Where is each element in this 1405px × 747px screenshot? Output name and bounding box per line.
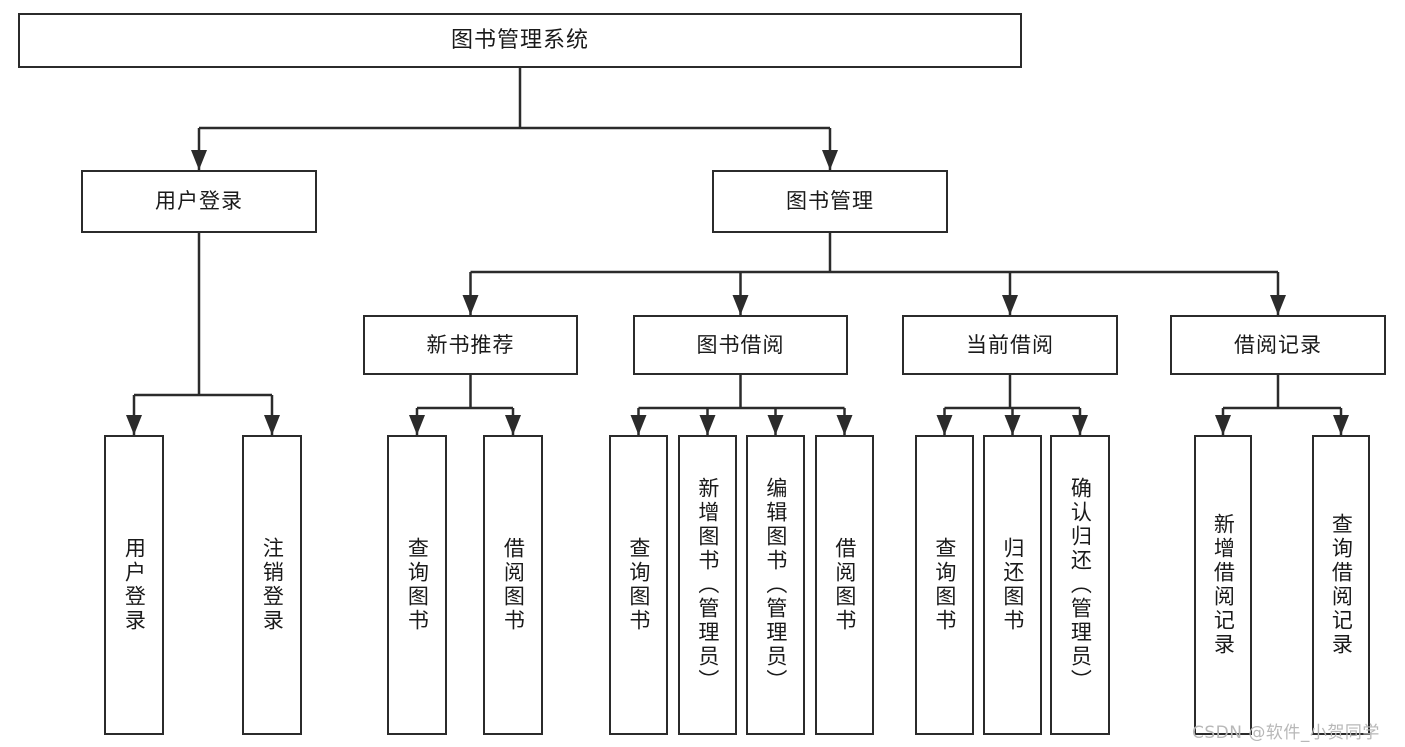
node-user-login: 用户登录 bbox=[81, 170, 317, 233]
node-label: 图书管理 bbox=[786, 189, 874, 214]
node-book-borrow: 图书借阅 bbox=[633, 315, 848, 375]
node-root: 图书管理系统 bbox=[18, 13, 1022, 68]
arrow-head-icon bbox=[822, 150, 838, 170]
arrow-head-icon bbox=[264, 415, 280, 435]
node-label: 归还图书 bbox=[1000, 537, 1025, 633]
node-leaf-query-3: 查询图书 bbox=[915, 435, 974, 735]
arrow-head-icon bbox=[1270, 295, 1286, 315]
arrow-head-icon bbox=[191, 150, 207, 170]
node-leaf-add-rec: 新增借阅记录 bbox=[1194, 435, 1252, 735]
node-label: 查询图书 bbox=[405, 537, 430, 633]
arrow-head-icon bbox=[699, 415, 716, 435]
arrow-head-icon bbox=[1004, 415, 1021, 435]
arrow-head-icon bbox=[1002, 295, 1018, 315]
node-label: 新书推荐 bbox=[426, 332, 515, 357]
node-borrow-record: 借阅记录 bbox=[1170, 315, 1386, 375]
arrow-head-icon bbox=[462, 295, 479, 315]
node-leaf-borrow-1: 借阅图书 bbox=[483, 435, 543, 735]
node-leaf-logout: 注销登录 bbox=[242, 435, 302, 735]
node-leaf-confirm: 确认归还（管理员） bbox=[1050, 435, 1110, 735]
node-leaf-add-book: 新增图书（管理员） bbox=[678, 435, 737, 735]
node-label: 查询借阅记录 bbox=[1329, 513, 1354, 657]
arrow-head-icon bbox=[409, 415, 425, 435]
arrow-head-icon bbox=[630, 415, 647, 435]
node-current-borrow: 当前借阅 bbox=[902, 315, 1118, 375]
node-label: 借阅图书 bbox=[501, 537, 526, 633]
node-label: 图书借阅 bbox=[696, 332, 785, 357]
arrow-head-icon bbox=[1072, 415, 1088, 435]
arrow-head-icon bbox=[836, 415, 853, 435]
node-label: 注销登录 bbox=[260, 537, 285, 633]
arrow-head-icon bbox=[767, 415, 784, 435]
arrow-head-icon bbox=[1333, 415, 1349, 435]
node-label: 查询图书 bbox=[932, 537, 957, 633]
arrow-head-icon bbox=[936, 415, 953, 435]
node-label: 用户登录 bbox=[155, 189, 243, 214]
arrow-head-icon bbox=[505, 415, 521, 435]
node-leaf-edit-book: 编辑图书（管理员） bbox=[746, 435, 805, 735]
node-leaf-query-1: 查询图书 bbox=[387, 435, 447, 735]
arrow-head-icon bbox=[732, 295, 749, 315]
arrow-head-icon bbox=[1215, 415, 1231, 435]
node-label: 编辑图书（管理员） bbox=[763, 477, 788, 693]
node-label: 用户登录 bbox=[122, 537, 147, 633]
node-label: 借阅记录 bbox=[1234, 332, 1322, 357]
node-label: 新增借阅记录 bbox=[1211, 513, 1236, 657]
node-label: 图书管理系统 bbox=[450, 27, 589, 53]
node-label: 确认归还（管理员） bbox=[1068, 477, 1093, 693]
node-new-book-rec: 新书推荐 bbox=[363, 315, 578, 375]
arrow-head-icon bbox=[126, 415, 142, 435]
node-label: 新增图书（管理员） bbox=[695, 477, 720, 693]
node-leaf-return: 归还图书 bbox=[983, 435, 1042, 735]
node-book-manage: 图书管理 bbox=[712, 170, 948, 233]
node-leaf-query-rec: 查询借阅记录 bbox=[1312, 435, 1370, 735]
node-leaf-borrow-2: 借阅图书 bbox=[815, 435, 874, 735]
node-label: 借阅图书 bbox=[832, 537, 857, 633]
node-leaf-query-2: 查询图书 bbox=[609, 435, 668, 735]
node-leaf-user-login: 用户登录 bbox=[104, 435, 164, 735]
node-label: 查询图书 bbox=[626, 537, 651, 633]
node-label: 当前借阅 bbox=[966, 332, 1054, 357]
